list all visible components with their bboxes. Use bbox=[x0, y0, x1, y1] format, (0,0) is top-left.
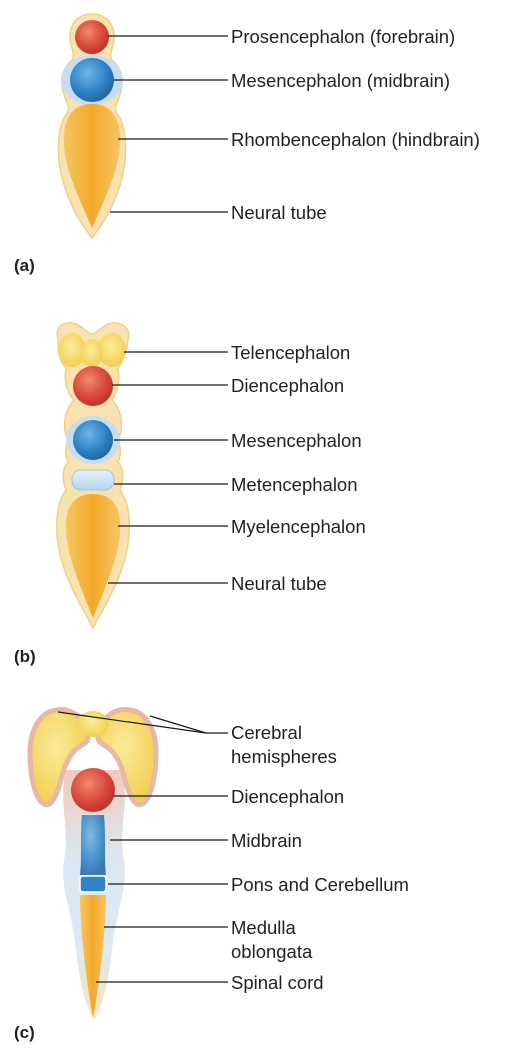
label-metencephalon: Metencephalon bbox=[231, 474, 358, 495]
label-prosencephalon: Prosencephalon (forebrain) bbox=[231, 26, 455, 47]
label-hemispheres: hemispheres bbox=[231, 746, 337, 767]
label-mesencephalon-a: Mesencephalon (midbrain) bbox=[231, 70, 450, 91]
panel-a-tag: (a) bbox=[14, 256, 35, 275]
panel-b-tag: (b) bbox=[14, 647, 36, 666]
label-neural-tube-a: Neural tube bbox=[231, 202, 327, 223]
label-spinal-cord: Spinal cord bbox=[231, 972, 324, 993]
label-medulla: Medulla bbox=[231, 917, 296, 938]
mesencephalon-shape bbox=[70, 58, 114, 102]
midbrain-shape bbox=[80, 815, 106, 875]
panel-c: Cerebral hemispheres Diencephalon Midbra… bbox=[14, 710, 409, 1043]
rhombencephalon-shape bbox=[64, 104, 121, 228]
panel-a: Prosencephalon (forebrain) Mesencephalon… bbox=[14, 14, 480, 275]
leader-c1b bbox=[150, 716, 206, 733]
label-oblongata: oblongata bbox=[231, 941, 313, 962]
panel-b: Telencephalon Diencephalon Mesencephalon… bbox=[14, 323, 366, 666]
metencephalon-shape bbox=[72, 470, 114, 490]
label-telencephalon: Telencephalon bbox=[231, 342, 350, 363]
panel-c-tag: (c) bbox=[14, 1023, 35, 1042]
label-pons-cerebellum: Pons and Cerebellum bbox=[231, 874, 409, 895]
myelencephalon-shape bbox=[66, 494, 121, 618]
label-myelencephalon: Myelencephalon bbox=[231, 516, 366, 537]
label-diencephalon-b: Diencephalon bbox=[231, 375, 344, 396]
pons-cerebellum-shape bbox=[80, 876, 106, 892]
mesencephalon-shape-b bbox=[73, 420, 113, 460]
label-midbrain: Midbrain bbox=[231, 830, 302, 851]
diencephalon-shape-c bbox=[71, 768, 115, 812]
label-mesencephalon-b: Mesencephalon bbox=[231, 430, 362, 451]
label-cerebral: Cerebral bbox=[231, 722, 302, 743]
diencephalon-shape-b bbox=[73, 366, 113, 406]
prosencephalon-shape bbox=[75, 20, 109, 54]
label-rhombencephalon: Rhombencephalon (hindbrain) bbox=[231, 129, 480, 150]
label-neural-tube-b: Neural tube bbox=[231, 573, 327, 594]
label-diencephalon-c: Diencephalon bbox=[231, 786, 344, 807]
